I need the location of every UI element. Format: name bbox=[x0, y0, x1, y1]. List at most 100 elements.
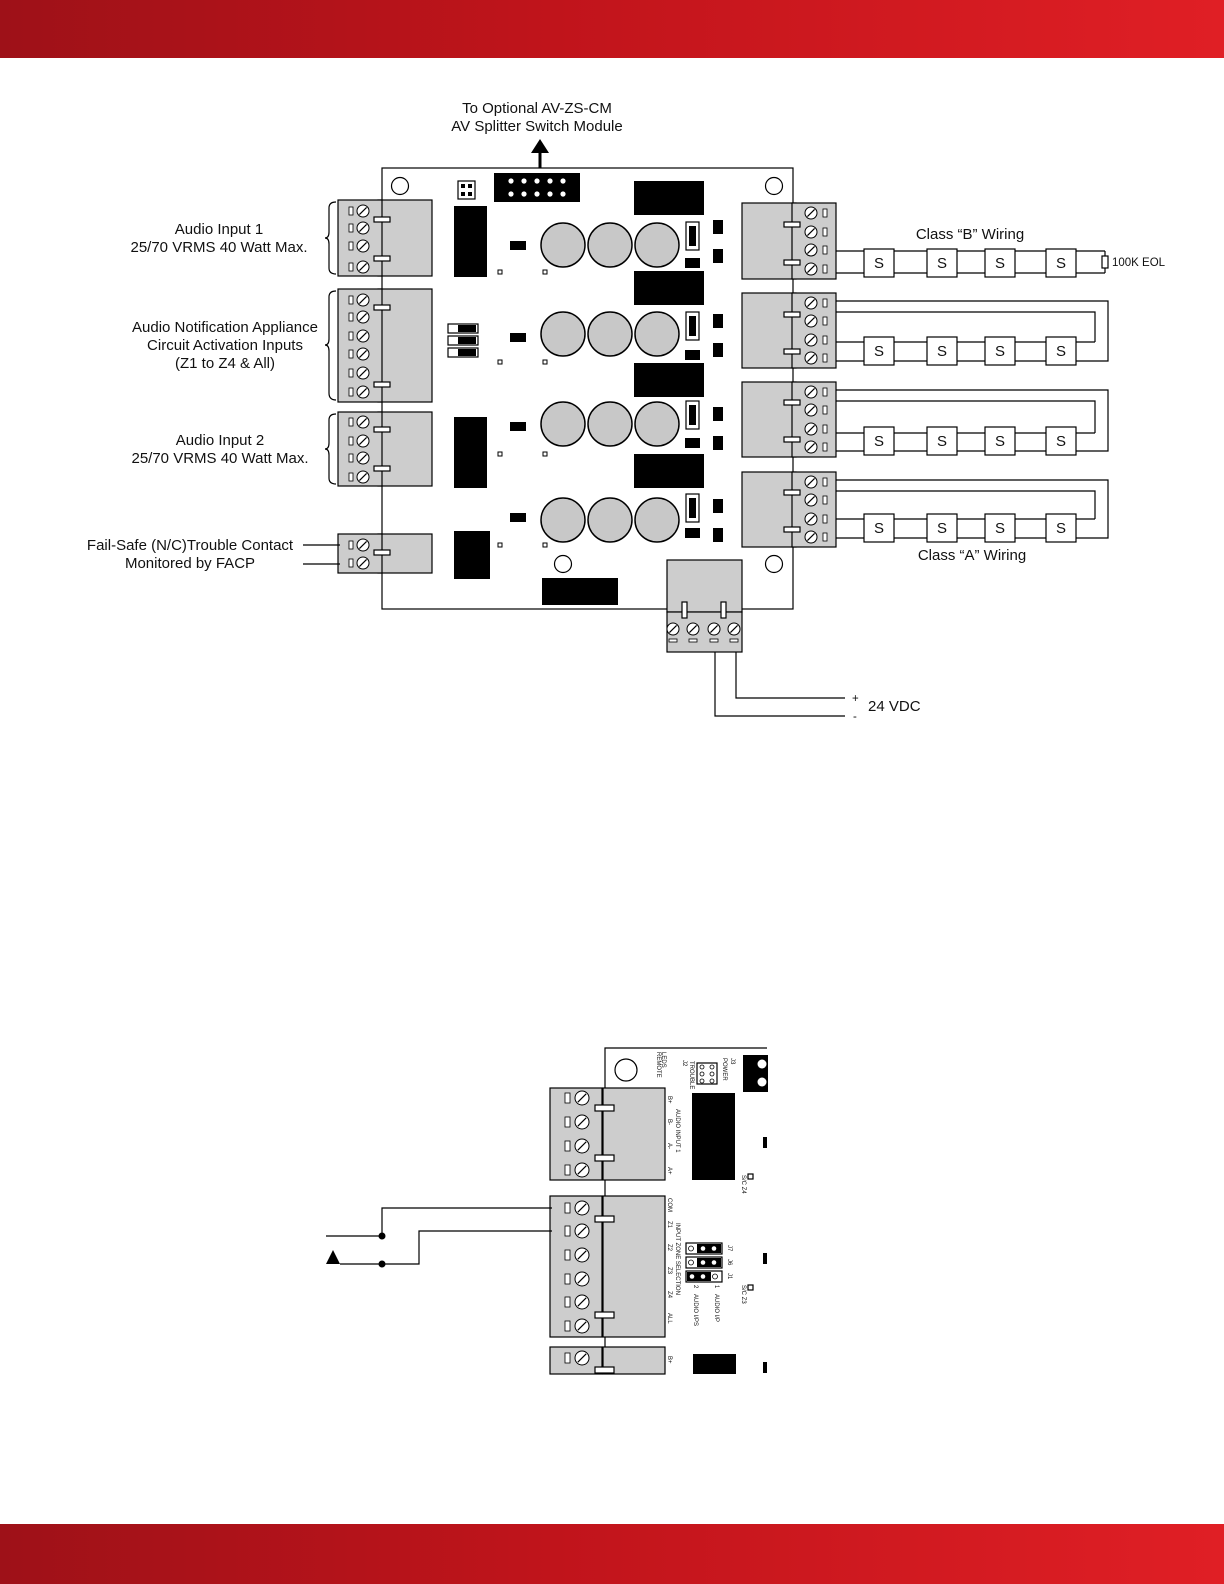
header-band bbox=[0, 0, 1224, 58]
relay bbox=[454, 531, 490, 579]
mount-hole bbox=[764, 554, 784, 574]
detail-label-input-zone-selection: INPUT ZONE SELECTION bbox=[674, 1223, 680, 1295]
detail-label-1: 1 bbox=[713, 1285, 719, 1289]
speakers: S S S S S S S S S S S S S S S S bbox=[863, 248, 1077, 543]
detail-label-b-plus: B+ bbox=[666, 1096, 672, 1104]
speaker-label: S bbox=[1056, 433, 1066, 450]
audio-input-1-rating: 25/70 VRMS 40 Watt Max. bbox=[130, 239, 307, 256]
speaker-label: S bbox=[995, 433, 1005, 450]
speaker-box bbox=[926, 426, 958, 456]
trouble-contact-connector bbox=[337, 533, 433, 574]
speaker-box bbox=[926, 513, 958, 543]
detail-audio-input-1-terminal bbox=[549, 1087, 603, 1181]
speaker-box bbox=[1045, 513, 1077, 543]
speaker-label: S bbox=[937, 520, 947, 537]
audio-input-1-brace bbox=[324, 201, 337, 275]
speaker-label: S bbox=[937, 255, 947, 272]
speaker-box bbox=[926, 248, 958, 278]
speaker-box bbox=[1045, 248, 1077, 278]
speaker-label: S bbox=[874, 255, 884, 272]
activation-inputs-label-line2: Circuit Activation Inputs bbox=[147, 337, 303, 354]
detail-label-sc-z3: S/C Z3 bbox=[740, 1285, 746, 1304]
eol-resistor bbox=[1101, 255, 1109, 269]
speaker-label: S bbox=[995, 520, 1005, 537]
speaker-box bbox=[984, 426, 1016, 456]
speaker-box bbox=[926, 336, 958, 366]
detail-label-j3: J3 bbox=[729, 1058, 735, 1065]
detail-label-j1: J1 bbox=[726, 1273, 732, 1280]
power-label: 24 VDC bbox=[868, 698, 921, 715]
activation-input-connector bbox=[337, 288, 433, 403]
detail-label-a-minus: A- bbox=[666, 1143, 672, 1149]
footer-band bbox=[0, 1524, 1224, 1584]
zone-2-output-connector bbox=[741, 292, 837, 369]
trouble-contact-label-line2: Monitored by FACP bbox=[125, 555, 255, 572]
ic-chip bbox=[634, 454, 704, 488]
switch-contact-icon bbox=[326, 1250, 340, 1264]
speaker-box bbox=[984, 513, 1016, 543]
detail-label-j7: J7 bbox=[726, 1245, 732, 1252]
detail-label-all: ALL bbox=[666, 1313, 672, 1324]
plus-label: + bbox=[852, 693, 859, 705]
power-connector bbox=[666, 559, 743, 653]
ic-chip bbox=[634, 181, 704, 215]
up-arrow-icon bbox=[531, 139, 549, 153]
detail-label-audio-input-1: AUDIO INPUT 1 bbox=[674, 1109, 680, 1153]
detail-terminal-screws bbox=[564, 1090, 590, 1366]
detail-label-leds: LEDS bbox=[660, 1052, 666, 1068]
audio-input-2-label: Audio Input 2 bbox=[176, 432, 264, 449]
speaker-label: S bbox=[874, 520, 884, 537]
detail-label-audio-ip: AUDIO I/P bbox=[713, 1294, 719, 1322]
speaker-box bbox=[863, 426, 895, 456]
minus-label: - bbox=[853, 711, 857, 723]
capacitor-row-4 bbox=[540, 497, 680, 543]
audio-input-1-label: Audio Input 1 bbox=[175, 221, 263, 238]
ic-chip bbox=[634, 363, 704, 397]
detail-label-remote: REMOTE bbox=[655, 1052, 661, 1078]
amplifier-board bbox=[381, 167, 794, 610]
eol-label: 100K EOL bbox=[1112, 257, 1166, 269]
detail-ic bbox=[693, 1354, 736, 1374]
detail-zone-jumpers bbox=[685, 1242, 723, 1283]
detail-label-j2: J2 bbox=[681, 1060, 687, 1067]
speaker-label: S bbox=[937, 433, 947, 450]
speaker-box bbox=[1045, 426, 1077, 456]
mount-hole bbox=[614, 1058, 638, 1082]
vertical-jumpers bbox=[685, 221, 700, 523]
detail-label-z4: Z4 bbox=[666, 1291, 672, 1299]
detail-audio-input-1-header bbox=[602, 1087, 666, 1181]
optional-module-label-line1: To Optional AV-ZS-CM bbox=[462, 100, 612, 117]
ribbon-header-pins bbox=[508, 178, 566, 197]
activation-inputs-label-line3: (Z1 to Z4 & All) bbox=[175, 355, 275, 372]
speaker-box bbox=[863, 248, 895, 278]
trouble-contact-label-line1: Fail-Safe (N/C)Trouble Contact bbox=[87, 537, 294, 554]
zone-4-output-connector bbox=[741, 471, 837, 548]
capacitor-row-3 bbox=[540, 401, 680, 447]
small-jumper-block bbox=[457, 180, 476, 200]
power-minus-wire bbox=[714, 652, 845, 717]
speaker-box bbox=[863, 513, 895, 543]
speaker-box bbox=[984, 248, 1016, 278]
zone-1-output-connector bbox=[741, 202, 837, 280]
capacitor-row-1 bbox=[540, 222, 680, 268]
mount-hole bbox=[553, 554, 573, 574]
detail-zone-input-terminal bbox=[549, 1195, 603, 1338]
detail-label-a-plus: A+ bbox=[666, 1167, 672, 1175]
detail-label-b-minus: B- bbox=[666, 1119, 672, 1125]
mount-hole bbox=[764, 176, 784, 196]
transformer bbox=[454, 206, 487, 277]
detail-label-power: POWER bbox=[721, 1058, 727, 1081]
power-plus-wire bbox=[735, 652, 845, 699]
detail-wire-com bbox=[326, 1207, 552, 1237]
speaker-label: S bbox=[995, 255, 1005, 272]
speaker-label: S bbox=[937, 343, 947, 360]
detail-ic bbox=[692, 1093, 735, 1180]
zone-selection-jumpers bbox=[447, 323, 479, 358]
speaker-label: S bbox=[1056, 255, 1066, 272]
speaker-label: S bbox=[995, 343, 1005, 360]
detail-label-trouble: TROUBLE bbox=[688, 1061, 694, 1089]
activation-inputs-label-line1: Audio Notification Appliance bbox=[132, 319, 318, 336]
speaker-box bbox=[984, 336, 1016, 366]
detail-label-2: 2 bbox=[692, 1285, 698, 1289]
